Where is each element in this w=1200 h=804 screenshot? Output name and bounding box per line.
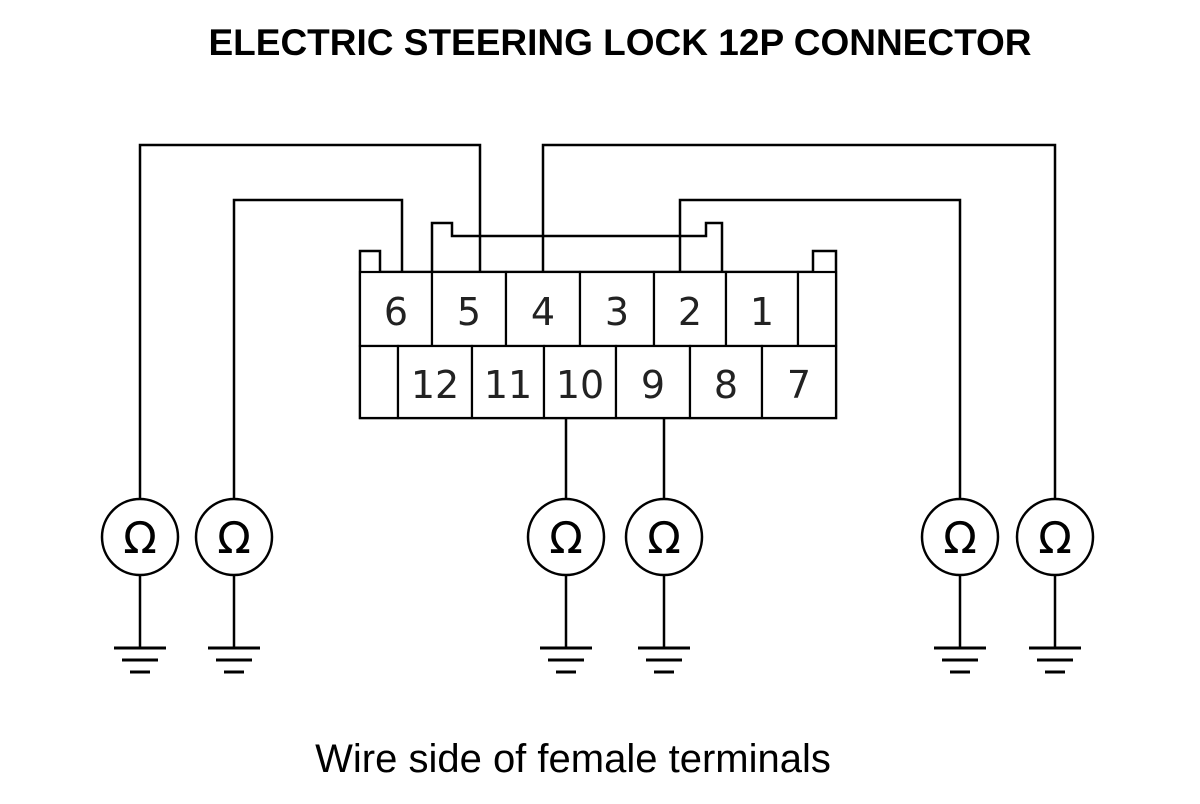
- svg-text:Ω: Ω: [123, 513, 157, 564]
- diagram-caption: Wire side of female terminals: [315, 737, 831, 781]
- wire-terminal-5: [138, 143, 482, 498]
- ground-icon: [638, 575, 690, 674]
- pin-cell-blank-top: [796, 270, 838, 348]
- svg-text:Ω: Ω: [647, 513, 681, 564]
- pin-cell-blank-bottom: [358, 344, 400, 420]
- connector-lock-tab: [430, 221, 724, 274]
- connector-12p: 6 5 4 3 2 1 12 11 10 9 8 7: [358, 221, 838, 420]
- pin-label: 7: [787, 363, 811, 407]
- ground-icon: [540, 575, 592, 674]
- pin-label: 5: [457, 290, 481, 334]
- ohmmeter-icon: Ω: [194, 497, 274, 577]
- pin-label: 3: [605, 290, 629, 334]
- ground-icon: [1029, 575, 1081, 674]
- pin-label: 4: [531, 290, 555, 334]
- pin-cell-6: [358, 270, 434, 348]
- ohmmeter-icon: Ω: [1015, 497, 1095, 577]
- pin-cell-9: [614, 344, 692, 420]
- pin-label: 9: [641, 363, 665, 407]
- wire-terminal-6: [232, 198, 404, 498]
- svg-text:Ω: Ω: [943, 513, 977, 564]
- pin-label: 6: [384, 290, 408, 334]
- ohmmeter-icon: Ω: [100, 497, 180, 577]
- ohmmeter-icon: Ω: [526, 497, 606, 577]
- ohmmeters: Ω Ω Ω Ω Ω Ω: [100, 497, 1095, 577]
- pin-cell-1: [724, 270, 800, 348]
- svg-text:Ω: Ω: [1038, 513, 1072, 564]
- pin-cell-12: [396, 344, 474, 420]
- pin-label: 10: [556, 363, 604, 407]
- pin-cell-11: [470, 344, 546, 420]
- pin-cell-10: [542, 344, 618, 420]
- ohmmeter-icon: Ω: [920, 497, 1000, 577]
- pin-label: 11: [484, 363, 532, 407]
- svg-text:Ω: Ω: [549, 513, 583, 564]
- pin-label: 8: [714, 363, 738, 407]
- pin-cell-8: [688, 344, 764, 420]
- ground-icon: [208, 575, 260, 674]
- pin-label: 2: [678, 290, 702, 334]
- ohmmeter-icon: Ω: [624, 497, 704, 577]
- grounds: [114, 575, 1081, 674]
- pin-label: 12: [411, 363, 459, 407]
- svg-text:Ω: Ω: [217, 513, 251, 564]
- wire-terminal-4: [541, 143, 1057, 498]
- pin-label: 1: [750, 290, 774, 334]
- pin-cell-7: [760, 344, 838, 420]
- diagram-title: ELECTRIC STEERING LOCK 12P CONNECTOR: [208, 22, 1031, 63]
- ground-icon: [114, 575, 166, 674]
- ground-icon: [934, 575, 986, 674]
